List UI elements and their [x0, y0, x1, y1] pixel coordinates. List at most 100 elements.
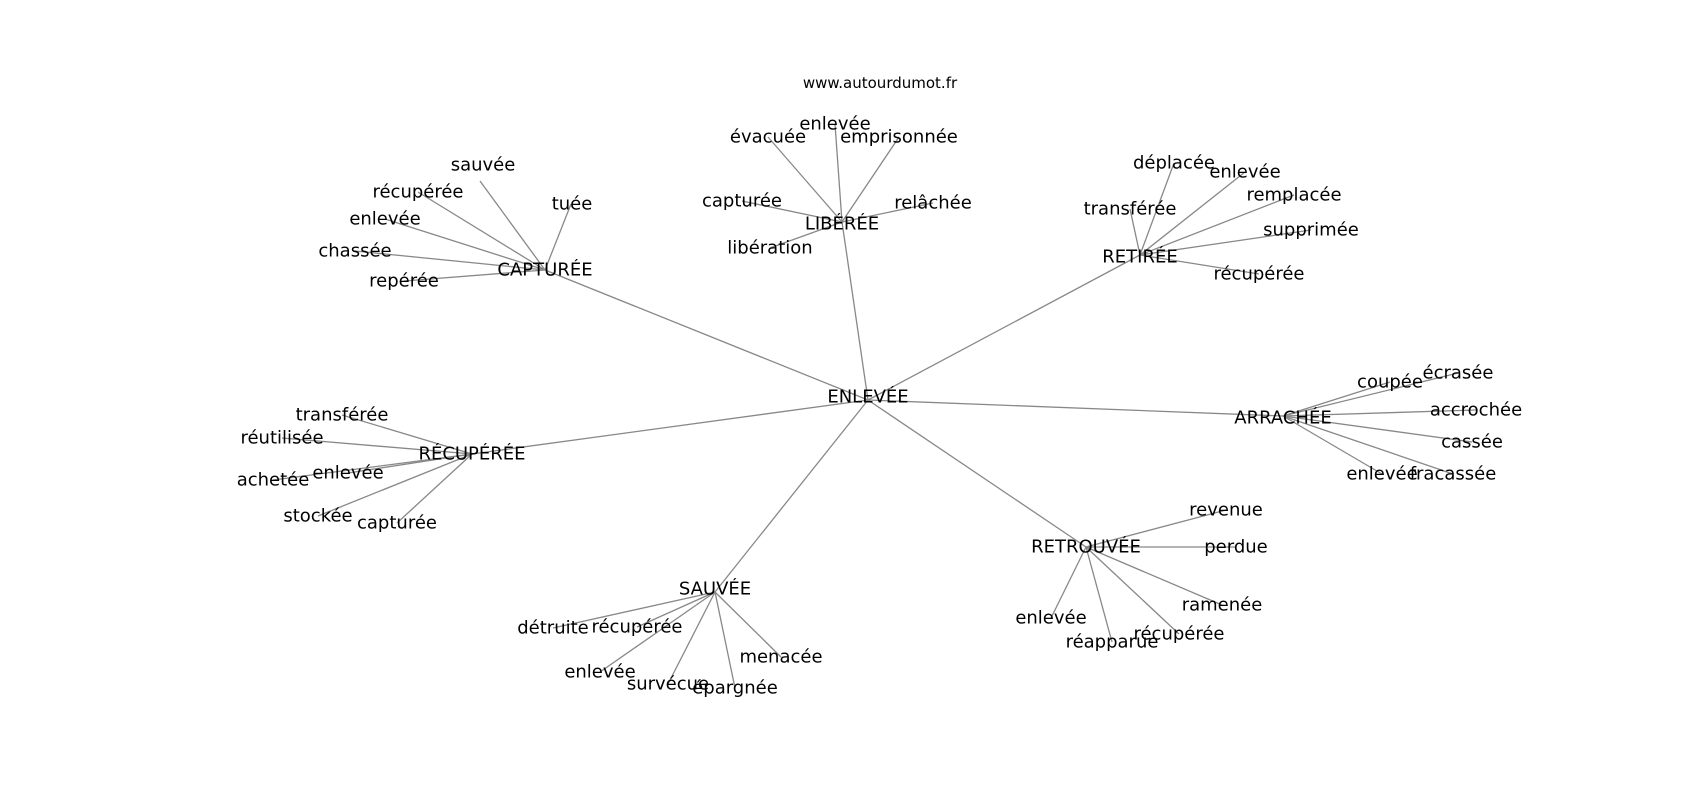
leaf-label-sauvee-0: détruite: [517, 618, 589, 639]
edge-sauvee-2: [714, 591, 782, 658]
leaf-label-liberee-0: enlevée: [799, 114, 870, 135]
leaf-label-retiree-4: supprimée: [1263, 220, 1359, 241]
edge-center-arrachee: [867, 399, 1284, 417]
edge-recuperee-5: [396, 453, 473, 524]
leaf-label-retiree-1: enlevée: [1209, 162, 1280, 183]
leaf-label-arrachee-2: accrochée: [1430, 400, 1522, 421]
edge-sauvee-3: [599, 591, 716, 673]
leaf-label-liberee-4: relâchée: [894, 193, 972, 214]
edge-center-liberee: [841, 221, 869, 401]
hub-label-recuperee: RÉCUPÉRÉE: [418, 443, 525, 465]
leaf-label-captured-4: chassée: [318, 241, 391, 262]
leaf-label-liberee-5: libération: [727, 238, 812, 259]
edge-captured-2: [544, 203, 572, 271]
leaf-label-recuperee-2: enlevée: [312, 463, 383, 484]
leaf-label-retiree-5: récupérée: [1213, 264, 1304, 285]
center-node-label: ENLEVÉE: [827, 386, 908, 408]
edge-captured-1: [417, 191, 546, 271]
edge-arrachee-5: [1282, 415, 1454, 475]
edge-retiree-5: [1139, 254, 1260, 275]
leaf-label-arrachee-4: enlevée: [1346, 464, 1417, 485]
leaf-label-retrouvee-0: revenue: [1189, 500, 1263, 521]
edge-retiree-2: [1139, 194, 1295, 256]
edge-retiree-4: [1139, 229, 1312, 256]
edge-recuperee-4: [317, 453, 473, 517]
edge-retrouvee-0: [1085, 509, 1227, 548]
edge-retrouvee-4: [1085, 546, 1180, 635]
leaf-label-retrouvee-5: réapparue: [1066, 632, 1159, 653]
edge-sauvee-4: [667, 591, 716, 685]
leaf-label-recuperee-5: capturée: [357, 513, 437, 534]
edge-liberee-3: [741, 200, 843, 223]
edge-arrachee-1: [1282, 381, 1391, 417]
edge-center-retrouvee: [867, 399, 1087, 548]
leaf-label-captured-5: repérée: [369, 271, 439, 292]
leaf-label-sauvee-1: récupérée: [591, 617, 682, 638]
edge-liberee-4: [841, 202, 934, 223]
edge-captured-3: [384, 218, 546, 271]
edge-arrachee-2: [1282, 409, 1477, 417]
edge-liberee-1: [767, 136, 843, 223]
labels-layer: www.autourdumot.fr ENLEVÉE sauvée récupér…: [237, 74, 1522, 699]
leaf-label-captured-2: tuée: [552, 194, 593, 215]
edge-arrachee-0: [1282, 372, 1459, 417]
leaf-label-sauvee-4: survécue: [627, 674, 709, 695]
leaf-label-liberee-3: capturée: [702, 191, 782, 212]
leaf-label-sauvee-2: menacée: [739, 647, 822, 668]
edge-recuperee-1: [281, 437, 473, 455]
leaf-label-sauvee-5: épargnée: [692, 678, 778, 699]
leaf-label-arrachee-5: fracassée: [1410, 464, 1497, 485]
edge-retiree-3: [1129, 208, 1141, 256]
leaf-label-liberee-1: évacuée: [730, 127, 806, 148]
leaf-label-recuperee-0: transférée: [296, 405, 389, 426]
hub-label-captured: CAPTURÉE: [497, 259, 592, 281]
leaf-label-recuperee-4: stockée: [283, 506, 352, 527]
edge-liberee-0: [834, 123, 843, 223]
leaf-label-captured-0: sauvée: [451, 155, 516, 176]
leaf-label-retrouvee-1: perdue: [1204, 537, 1268, 558]
leaf-label-retrouvee-4: récupérée: [1133, 624, 1224, 645]
leaf-label-retrouvee-2: ramenée: [1182, 595, 1263, 616]
hub-label-liberee: LIBÉRÉE: [805, 213, 879, 235]
leaf-label-arrachee-0: écrasée: [1423, 363, 1494, 384]
edge-recuperee-0: [341, 414, 473, 455]
edge-retrouvee-3: [1050, 546, 1087, 619]
edge-recuperee-3: [272, 453, 473, 481]
edges-layer: [272, 123, 1477, 689]
edge-sauvee-0: [552, 591, 716, 629]
edge-retrouvee-2: [1085, 546, 1223, 606]
leaf-label-recuperee-3: achetée: [237, 470, 310, 491]
leaf-label-arrachee-1: coupée: [1357, 372, 1423, 393]
edge-retiree-1: [1139, 171, 1246, 256]
edge-liberee-2: [841, 136, 900, 223]
leaf-label-captured-3: enlevée: [349, 209, 420, 230]
leaf-label-retiree-3: transférée: [1084, 199, 1177, 220]
edge-sauvee-1: [636, 591, 716, 628]
edge-arrachee-4: [1282, 415, 1383, 475]
leaf-label-retiree-0: déplacée: [1133, 153, 1215, 174]
leaf-label-retrouvee-3: enlevée: [1015, 608, 1086, 629]
leaf-label-liberee-2: emprisonnée: [840, 127, 958, 148]
edge-retiree-0: [1139, 162, 1175, 256]
hub-label-sauvee: SAUVÉE: [679, 578, 751, 600]
source-caption: www.autourdumot.fr: [803, 74, 958, 92]
edge-retrouvee-5: [1085, 546, 1113, 643]
edge-center-sauvee: [714, 399, 869, 593]
leaf-label-sauvee-3: enlevée: [564, 662, 635, 683]
edge-liberee-5: [769, 221, 843, 249]
leaf-label-recuperee-1: réutilisée: [240, 428, 323, 449]
edge-center-retiree: [867, 254, 1141, 401]
leaf-label-captured-1: récupérée: [372, 182, 463, 203]
leaf-label-arrachee-3: cassée: [1441, 432, 1503, 453]
leaf-label-retiree-2: remplacée: [1246, 185, 1341, 206]
edge-captured-5: [403, 269, 546, 282]
edge-center-captured: [544, 269, 869, 401]
edge-captured-0: [479, 180, 546, 271]
hub-label-arrachee: ARRACHÉE: [1234, 407, 1331, 429]
edge-sauvee-5: [714, 591, 736, 689]
edge-captured-4: [354, 250, 546, 271]
edge-arrachee-3: [1282, 415, 1473, 443]
edge-center-recuperee: [471, 399, 869, 455]
hub-label-retrouvee: RETROUVÉE: [1031, 536, 1141, 558]
